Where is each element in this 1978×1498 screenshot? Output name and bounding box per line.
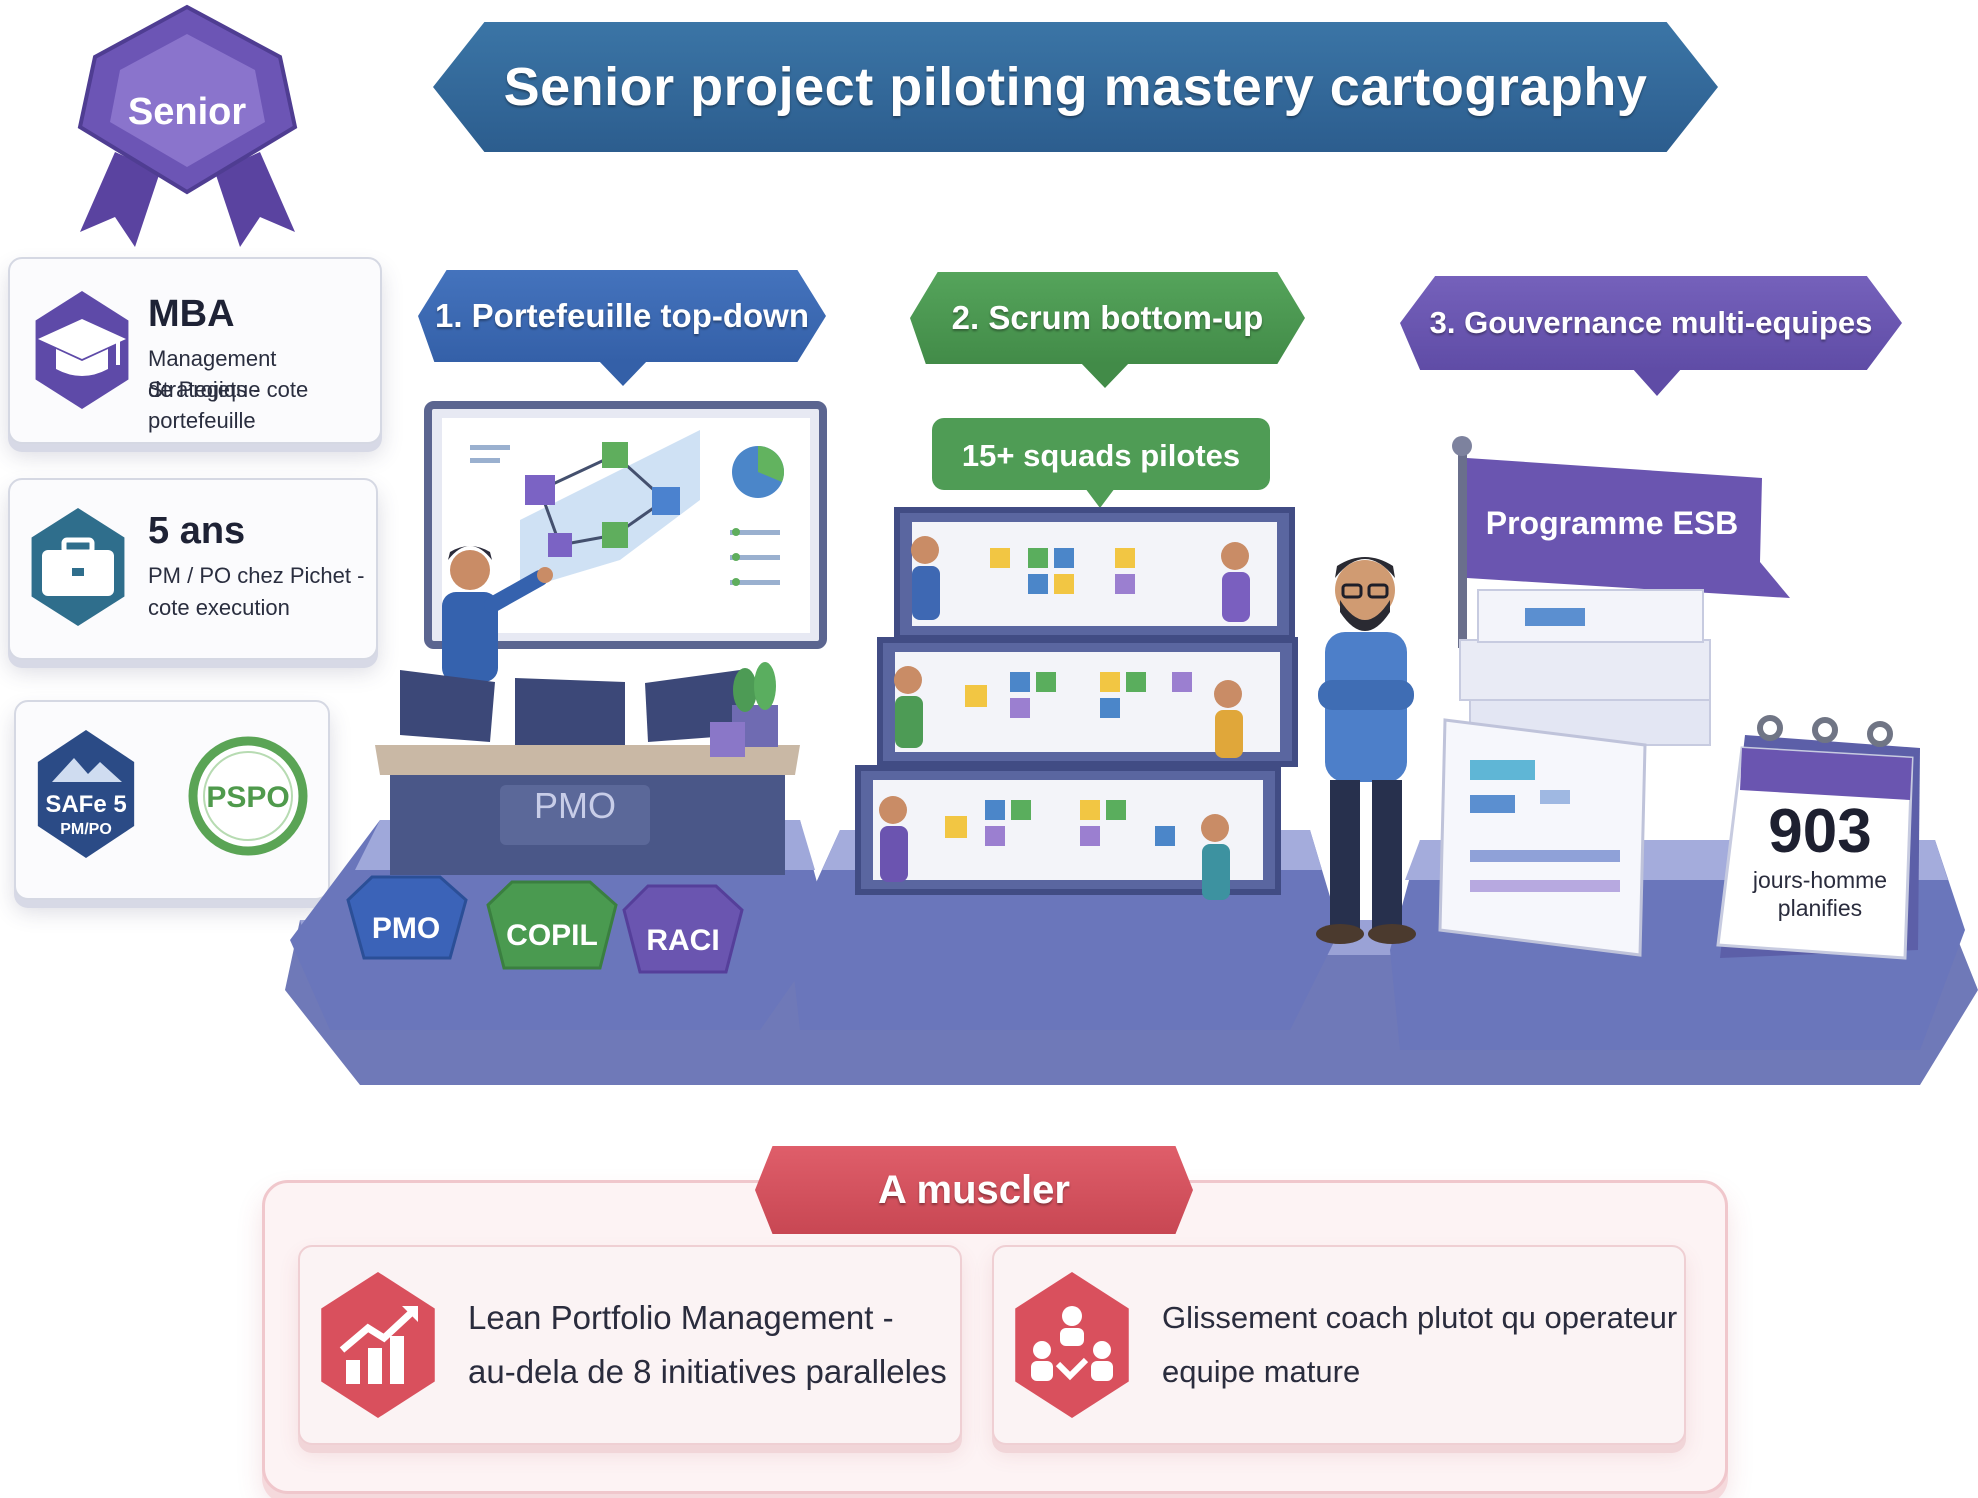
briefcase-icon (31, 508, 125, 626)
calendar: 903 jours-homme planifies (1716, 715, 1920, 960)
coach-figure (1316, 557, 1416, 944)
experience-title: 5 ans (148, 510, 246, 552)
experience-subtitle-2: cote execution (148, 595, 290, 620)
mba-subtitle-2: de Projets - cote portefeuille (148, 377, 309, 433)
title-banner: Senior project piloting mastery cartogra… (433, 22, 1718, 152)
pillar-3-text: 3. Gouvernance multi-equipes (1429, 305, 1873, 340)
safe-badge-line1: SAFe 5 (45, 791, 126, 818)
improve-item-1: Lean Portfolio Management - au-dela de 8… (298, 1245, 962, 1445)
experience-card: 5 ans PM / PO chez Pichet - cote executi… (8, 478, 378, 660)
mba-title: MBA (148, 293, 235, 335)
pillar-3-label: 3. Gouvernance multi-equipes (1400, 276, 1902, 400)
safe-badge-line2: PM/PO (60, 821, 112, 838)
tag-copil-label: COPIL (506, 919, 598, 952)
tag-pmo-label: PMO (372, 912, 440, 945)
mba-subtitle-1: Management Strategique (148, 346, 277, 402)
senior-badge-label: Senior (128, 91, 246, 133)
pillar-2-label: 2. Scrum bottom-up (910, 272, 1305, 392)
certifications-card: SAFe 5 PM/PO PSPO (14, 700, 330, 900)
calendar-line1: jours-homme (1752, 867, 1887, 893)
pillar-1-label: 1. Portefeuille top-down (418, 270, 826, 390)
improve-item-2: Glissement coach plutot qu operateur - e… (992, 1245, 1686, 1445)
senior-badge: Senior (77, 4, 298, 247)
squads-pill: 15+ squads pilotes (932, 418, 1270, 508)
mountain-icon: SAFe 5 PM/PO (45, 758, 127, 838)
pspo-badge-label: PSPO (206, 781, 289, 814)
tag-copil: COPIL (486, 880, 618, 970)
team-coach-icon (1015, 1272, 1129, 1418)
improve-title: A muscler (878, 1167, 1070, 1212)
mba-card: MBA Management Strategique de Projets - … (8, 257, 382, 444)
growth-chart-icon (321, 1272, 435, 1418)
page-title: Senior project piloting mastery cartogra… (503, 57, 1648, 117)
improve-item-1-line1: Lean Portfolio Management - (468, 1299, 894, 1336)
improve-item-2-line2: equipe mature (1162, 1354, 1361, 1389)
document-stack (1438, 589, 1711, 957)
improve-item-2-line1: Glissement coach plutot qu operateur - (1162, 1300, 1678, 1389)
pmo-desk (375, 662, 800, 875)
pspo-badge: PSPO (188, 736, 308, 856)
pillar-1-text: 1. Portefeuille top-down (434, 297, 809, 334)
scrum-kanban-wall (855, 507, 1298, 900)
tag-raci: RACI (622, 884, 744, 974)
programme-flag: Programme ESB (1452, 436, 1790, 648)
tag-raci-label: RACI (646, 924, 719, 957)
squads-label: 15+ squads pilotes (962, 438, 1240, 473)
portfolio-whiteboard (424, 401, 827, 649)
programme-flag-label: Programme ESB (1486, 505, 1739, 541)
tag-pmo: PMO (346, 875, 468, 960)
pmo-presenter-figure (442, 546, 553, 682)
calendar-number: 903 (1768, 797, 1871, 866)
improve-title-ribbon: A muscler (755, 1146, 1193, 1234)
improve-item-1-line2: au-dela de 8 initiatives paralleles (468, 1353, 947, 1390)
experience-subtitle-1: PM / PO chez Pichet - (148, 563, 365, 588)
pmo-desk-label: PMO (534, 785, 616, 826)
pillar-2-text: 2. Scrum bottom-up (951, 299, 1264, 336)
calendar-line2: planifies (1778, 895, 1862, 921)
